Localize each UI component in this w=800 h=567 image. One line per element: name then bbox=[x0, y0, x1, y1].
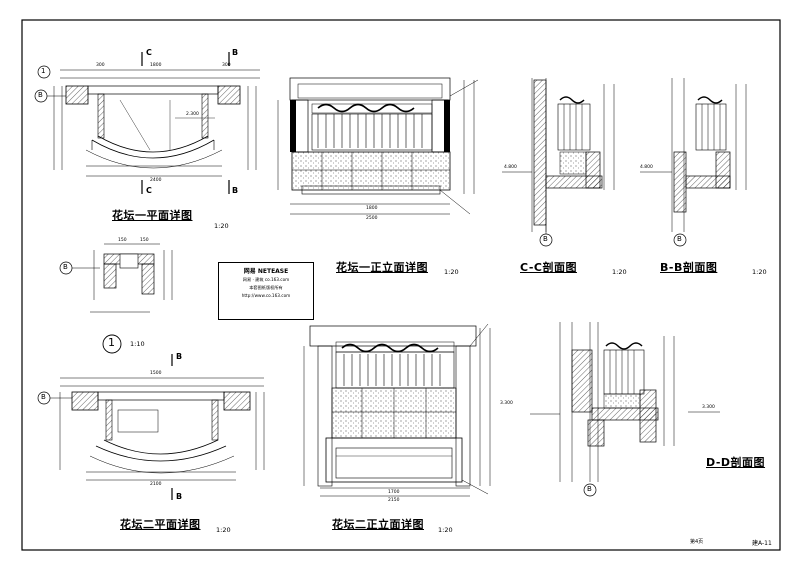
elev2-drawing bbox=[303, 325, 491, 497]
section-mark-b-plan2-top: B bbox=[176, 352, 183, 361]
elev-mark-dd: 3.300 bbox=[702, 405, 715, 410]
dim-plan1-300a: 300 bbox=[96, 63, 105, 68]
plan1-title: 花坛一平面详图 bbox=[112, 209, 193, 222]
dd-drawing bbox=[530, 322, 720, 497]
section-mark-b-plan2-bottom: B bbox=[176, 492, 183, 501]
plan1-scale: 1:20 bbox=[214, 222, 229, 230]
stamp-line2: 本套图纸版权所有 bbox=[249, 285, 283, 290]
dim-elev1-1800: 1800 bbox=[366, 206, 378, 211]
axis-b-cc: B bbox=[543, 235, 548, 243]
stamp-header: 网易 NETEASE bbox=[243, 268, 289, 275]
elev-mark-elev2: 3.300 bbox=[500, 401, 513, 406]
leader-lines bbox=[439, 79, 489, 495]
elev1-drawing bbox=[277, 77, 475, 215]
bb-scale: 1:20 bbox=[752, 268, 767, 276]
elev1-scale: 1:20 bbox=[444, 268, 459, 276]
elev1-title: 花坛一正立面详图 bbox=[336, 261, 428, 274]
dim-plan1-300b: 300 bbox=[222, 63, 231, 68]
bb-title: B-B剖面图 bbox=[660, 261, 718, 274]
plan2-title: 花坛二平面详图 bbox=[120, 518, 201, 531]
elev-mark-bb: 4.800 bbox=[640, 165, 653, 170]
bb-drawing bbox=[640, 78, 747, 247]
axis-b-bb: B bbox=[677, 235, 682, 243]
dim-plan1-1800: 1800 bbox=[150, 63, 162, 68]
dim-plan2-1500: 1500 bbox=[150, 371, 162, 376]
footer-note: 第4页 bbox=[690, 539, 704, 545]
elev-mark-cc: 4.800 bbox=[504, 165, 517, 170]
plan2-scale: 1:20 bbox=[216, 526, 231, 534]
stamp-line3: http://www.co.163.com bbox=[241, 293, 291, 298]
section-mark-c-bottom: C bbox=[146, 186, 152, 195]
dim-elev2-2150: 2150 bbox=[388, 498, 400, 503]
detail1-drawing bbox=[59, 243, 173, 354]
dim-detail1-150b: 150 bbox=[140, 238, 149, 243]
detail1-number: 1 bbox=[108, 336, 115, 349]
dim-plan1-2400: 2400 bbox=[150, 178, 162, 183]
axis-b-plan2: B bbox=[41, 393, 46, 401]
elev-mark-plan1: 2.300 bbox=[186, 112, 199, 117]
elev2-scale: 1:20 bbox=[438, 526, 453, 534]
sheet-number: 建A-11 bbox=[752, 540, 772, 547]
plan2-drawing bbox=[37, 354, 265, 500]
detail1-scale: 1:10 bbox=[130, 340, 145, 348]
title-stamp: 网易 NETEASE 网易 · 建筑 co.163.com 本套图纸版权所有 h… bbox=[218, 262, 314, 320]
axis-b-plan1: B bbox=[38, 91, 43, 99]
stamp-line1: 网易 · 建筑 co.163.com bbox=[242, 277, 290, 282]
section-mark-b-top: B bbox=[232, 48, 239, 57]
plan1-drawing bbox=[34, 52, 260, 194]
cc-scale: 1:20 bbox=[612, 268, 627, 276]
axis-1-plan1: 1 bbox=[41, 67, 46, 75]
section-mark-c-top: C bbox=[146, 48, 152, 57]
dim-detail1-150a: 150 bbox=[118, 238, 127, 243]
cc-drawing bbox=[502, 78, 615, 247]
cc-title: C-C剖面图 bbox=[520, 261, 577, 274]
dd-title: D-D剖面图 bbox=[706, 456, 766, 469]
sheet-border bbox=[21, 19, 781, 551]
section-mark-b-bottom: B bbox=[232, 186, 239, 195]
dim-elev1-2500: 2500 bbox=[366, 216, 378, 221]
axis-b-dd: B bbox=[587, 485, 592, 493]
dim-plan2-2100: 2100 bbox=[150, 482, 162, 487]
axis-b-detail1: B bbox=[63, 263, 68, 271]
dim-elev2-1700: 1700 bbox=[388, 490, 400, 495]
elev2-title: 花坛二正立面详图 bbox=[332, 518, 424, 531]
